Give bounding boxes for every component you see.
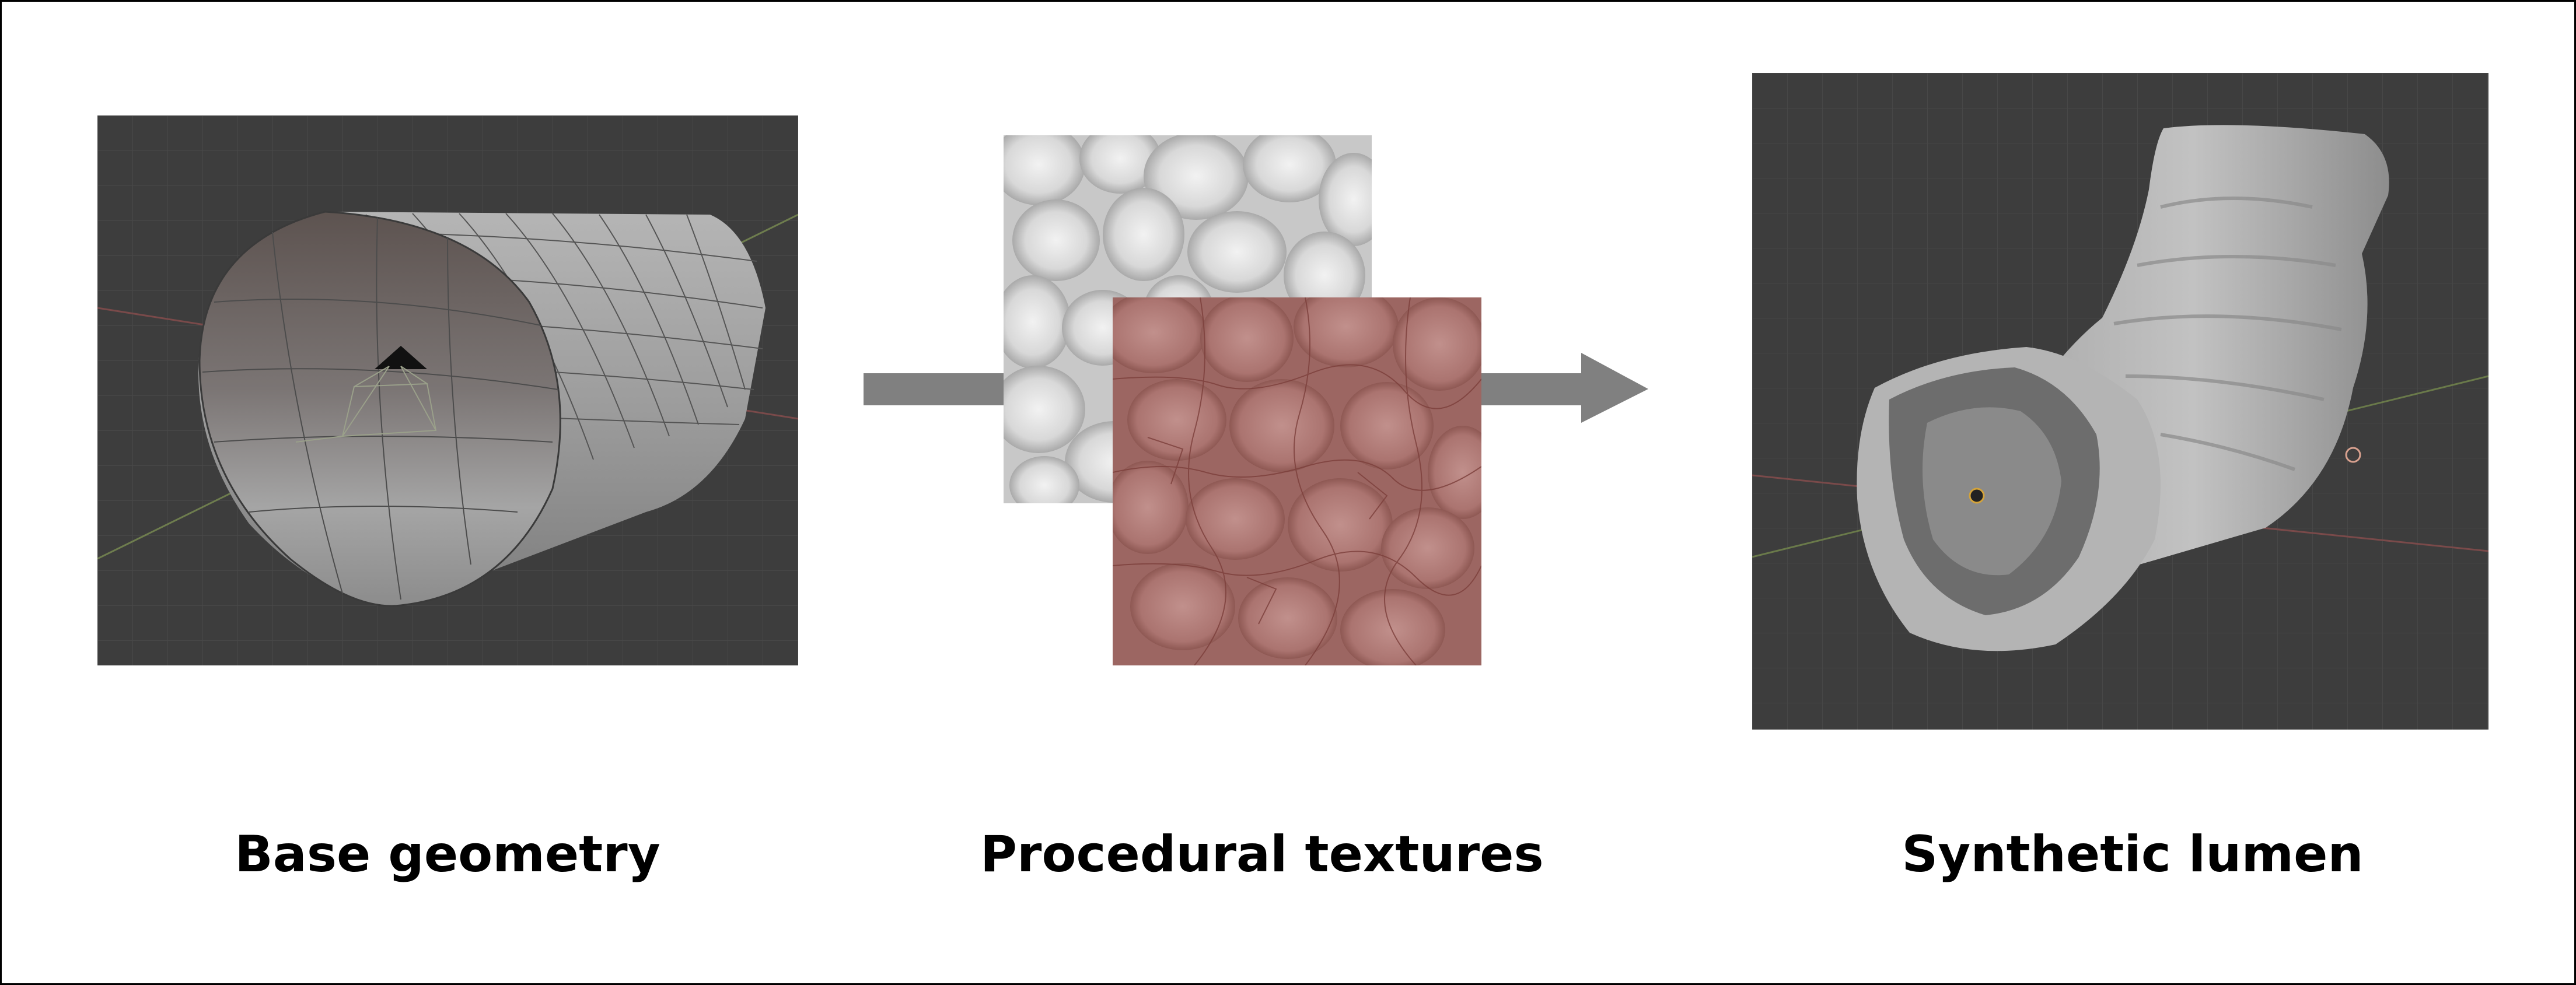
caption-base-geometry: Base geometry [235,825,660,884]
synthetic-lumen-viewport [1752,73,2488,730]
base-geometry-viewport [97,115,798,665]
camera-icon [375,346,427,369]
light-gizmo-icon [2345,447,2361,463]
caption-synthetic-lumen: Synthetic lumen [1902,825,2364,884]
caption-procedural-textures: Procedural textures [980,825,1544,884]
tissue-texture-swatch [1113,297,1481,665]
flow-arrow-head [1581,353,1648,423]
